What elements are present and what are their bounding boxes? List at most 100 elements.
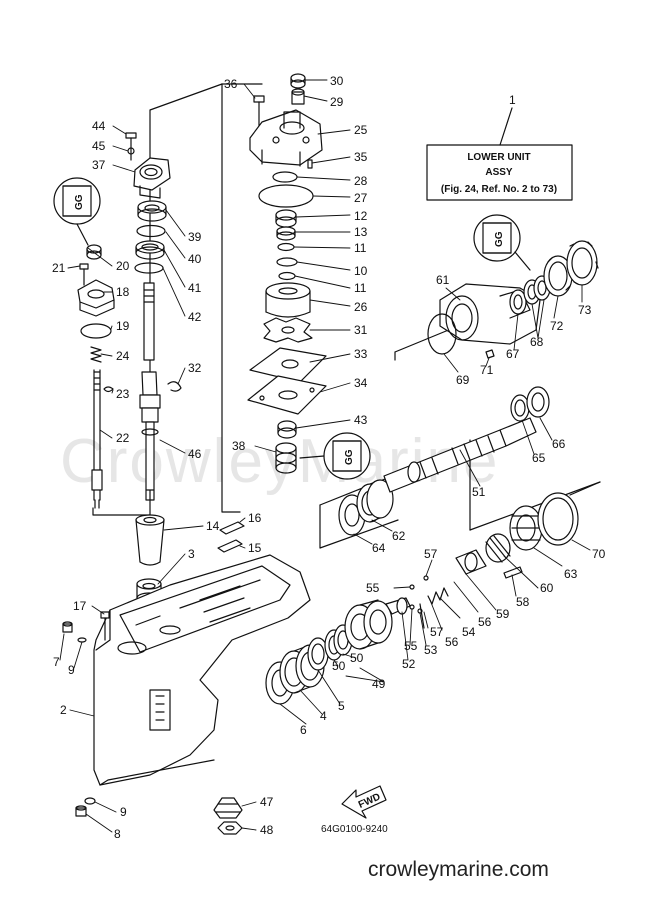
lower-unit-callout xyxy=(426,107,573,201)
washer-11a xyxy=(277,242,295,252)
part-label-50a: 50 xyxy=(332,659,346,673)
pinion-bearing-60 xyxy=(485,533,511,563)
part-label-43: 43 xyxy=(354,413,368,427)
drawing-code: 64G0100-9240 xyxy=(321,824,388,835)
part-label-7: 7 xyxy=(53,655,60,669)
assembly-outline-center xyxy=(221,83,241,513)
part-label-14: 14 xyxy=(206,519,220,533)
part-label-3: 3 xyxy=(188,547,195,561)
part-label-66: 66 xyxy=(552,437,566,451)
part-label-49: 49 xyxy=(372,677,386,691)
part-label-56b: 56 xyxy=(445,635,459,649)
oil-seal-66 xyxy=(526,386,550,418)
callout-line1: LOWER UNIT xyxy=(467,152,530,163)
bolt-21 xyxy=(79,263,89,286)
nut-48 xyxy=(217,821,243,835)
part-label-23: 23 xyxy=(116,387,130,401)
seal-38 xyxy=(275,442,297,474)
drive-shaft-46 xyxy=(139,282,161,501)
reverse-gear-52 xyxy=(344,599,393,650)
ball-55a xyxy=(409,584,415,590)
part-label-41: 41 xyxy=(188,281,202,295)
part-label-57a: 57 xyxy=(424,547,438,561)
part-label-59: 59 xyxy=(496,607,510,621)
part-label-33: 33 xyxy=(354,347,368,361)
part-label-64: 64 xyxy=(372,541,386,555)
seal-12 xyxy=(275,209,297,228)
part-label-55a: 55 xyxy=(366,581,380,595)
part-label-55b: 55 xyxy=(404,639,418,653)
o-ring-27 xyxy=(258,184,314,208)
part-label-9b: 9 xyxy=(120,805,127,819)
part-label-60: 60 xyxy=(540,581,554,595)
part-label-32: 32 xyxy=(188,361,202,375)
pinion-47 xyxy=(213,797,243,819)
washer-11b xyxy=(278,271,296,281)
part-label-58: 58 xyxy=(516,595,530,609)
part-label-19: 19 xyxy=(116,319,130,333)
clip-32 xyxy=(167,381,182,392)
shim-5 xyxy=(307,637,329,671)
plug-7 xyxy=(62,621,73,633)
leader-lines xyxy=(59,79,591,833)
site-footer: crowleymarine.com xyxy=(368,858,549,881)
sealant-label-center: GG xyxy=(344,449,355,465)
washer-40 xyxy=(136,224,166,238)
fwd-arrow-icon xyxy=(341,785,387,819)
part-label-13: 13 xyxy=(354,225,368,239)
sealant-label-left: GG xyxy=(74,194,85,210)
pin-35 xyxy=(307,159,313,169)
part-label-54: 54 xyxy=(462,625,476,639)
part-label-62: 62 xyxy=(392,529,406,543)
part-label-57b: 57 xyxy=(430,625,444,639)
part-label-40: 40 xyxy=(188,252,202,266)
spring-24 xyxy=(90,346,102,363)
part-label-42: 42 xyxy=(188,310,202,324)
ball-55b xyxy=(409,604,415,610)
callout-number: 1 xyxy=(509,93,516,107)
seal-43 xyxy=(277,420,297,439)
callout-line3: (Fig. 24, Ref. No. 2 to 73) xyxy=(441,184,557,195)
shim-70 xyxy=(537,492,579,546)
bolt-36 xyxy=(253,95,265,129)
bearing-39 xyxy=(137,200,167,222)
part-label-47: 47 xyxy=(260,795,274,809)
part-label-48: 48 xyxy=(260,823,274,837)
part-label-12: 12 xyxy=(354,209,368,223)
part-label-71: 71 xyxy=(480,363,494,377)
part-label-22: 22 xyxy=(116,431,130,445)
plate-33 xyxy=(249,347,327,383)
part-label-15: 15 xyxy=(248,541,262,555)
part-label-11a: 11 xyxy=(354,241,367,255)
sealant-label-right: GG xyxy=(494,231,505,247)
plug-8 xyxy=(75,805,87,817)
part-label-70: 70 xyxy=(592,547,606,561)
part-label-20: 20 xyxy=(116,259,130,273)
insert-29 xyxy=(291,88,305,105)
pin-71 xyxy=(485,349,495,359)
part-label-67: 67 xyxy=(506,347,520,361)
dog-clutch-59 xyxy=(455,549,487,575)
part-label-56a: 56 xyxy=(478,615,492,629)
propeller-shaft-51 xyxy=(383,417,537,493)
o-ring-42 xyxy=(134,262,164,274)
part-label-26: 26 xyxy=(354,300,368,314)
part-label-73: 73 xyxy=(578,303,592,317)
gasket-9b xyxy=(84,797,96,805)
gasket-28 xyxy=(272,171,298,183)
part-label-61: 61 xyxy=(436,273,450,287)
part-label-31: 31 xyxy=(354,323,368,337)
washer-10 xyxy=(276,257,298,267)
part-label-34: 34 xyxy=(354,376,368,390)
part-label-6: 6 xyxy=(300,723,307,737)
gasket-34 xyxy=(247,375,327,415)
part-label-18: 18 xyxy=(116,285,130,299)
part-label-51: 51 xyxy=(472,485,486,499)
bearing-62 xyxy=(356,479,394,523)
part-label-39: 39 xyxy=(188,230,202,244)
part-label-36: 36 xyxy=(224,77,238,91)
sleeve-14 xyxy=(135,514,165,566)
part-label-50b: 50 xyxy=(350,651,364,665)
part-label-68: 68 xyxy=(530,335,544,349)
